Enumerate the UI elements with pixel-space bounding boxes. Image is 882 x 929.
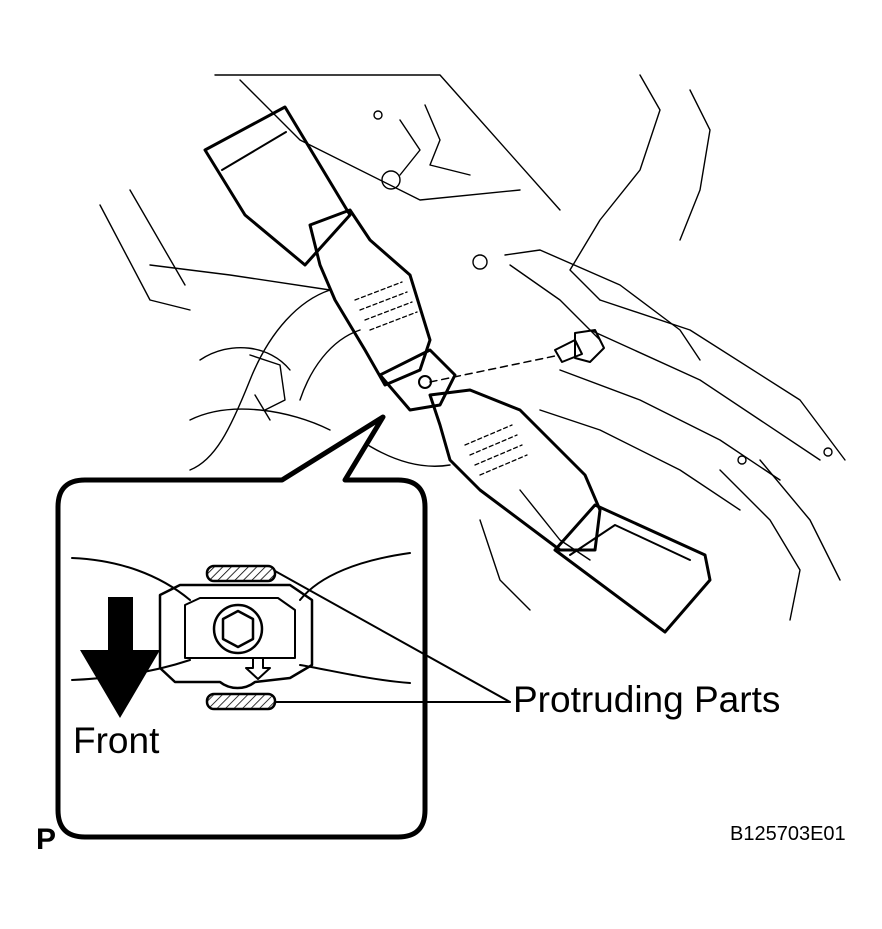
mounting-bolt [429, 329, 605, 383]
leader-lines [274, 570, 511, 703]
arrow-down-icon [80, 597, 160, 718]
protruding-parts-label: Protruding Parts [513, 679, 781, 720]
protruding-parts [205, 564, 277, 711]
inset-callout-frame [55, 414, 428, 840]
front-label: Front [73, 720, 160, 761]
view-code-label: P [36, 823, 57, 856]
figure-id-label: B125703E01 [730, 823, 846, 845]
vehicle-structure [99, 74, 846, 621]
small-arrow-down-icon [245, 657, 271, 680]
seat-belt-buckle [203, 105, 712, 634]
anchor-plate-detail [71, 552, 411, 690]
